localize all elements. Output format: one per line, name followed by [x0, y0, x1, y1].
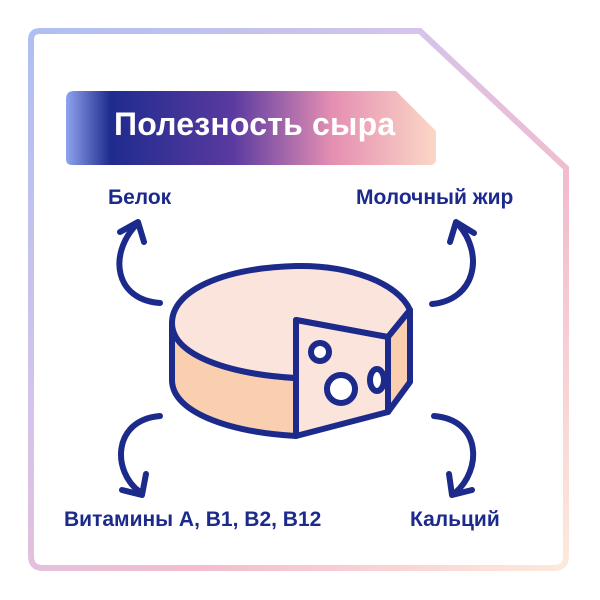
curved-arrow-icon-top-left: [116, 219, 163, 306]
label-milk-fat: Молочный жир: [356, 186, 514, 209]
curved-arrow-icon-top-right: [429, 219, 477, 307]
title-banner: [66, 91, 436, 165]
label-vitamins: Витамины А, В1, В2, В12: [64, 508, 322, 531]
page-title: Полезность сыра: [114, 106, 396, 142]
curved-arrow-icon-bottom-left: [118, 413, 163, 498]
curved-arrow-icon-bottom-right: [431, 413, 477, 498]
label-protein: Белок: [108, 186, 172, 209]
label-calcium: Кальций: [410, 508, 500, 531]
cheese-wheel-icon: [169, 262, 413, 439]
